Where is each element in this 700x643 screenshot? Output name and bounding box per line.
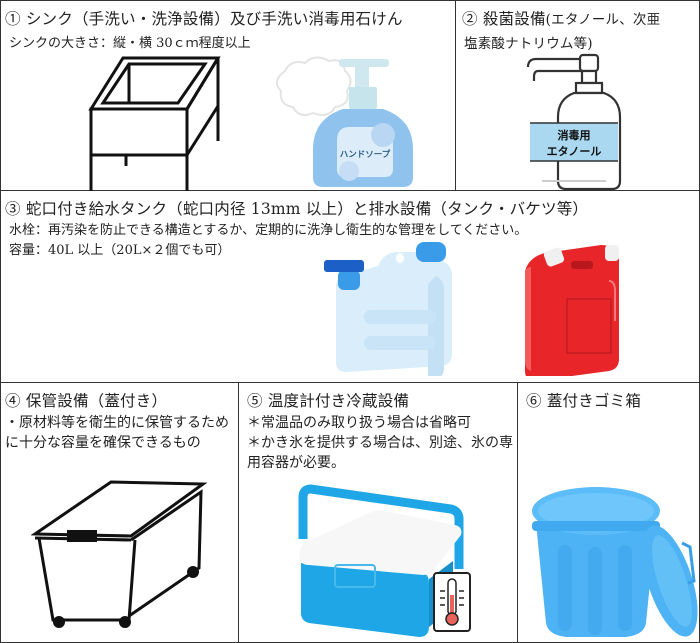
svg-text:消毒用: 消毒用 [558, 128, 591, 142]
section-6-trash-can: ⑥ 蓋付きゴミ箱 [518, 382, 700, 643]
section-1-note: シンクの大きさ：縦・横 30ｃｍ程度以上 [9, 36, 251, 51]
section-5-note-2: ＊かき氷を提供する場合は、別途、氷の専用容器が必要。 [247, 435, 513, 471]
svg-text:ハンドソープ: ハンドソープ [340, 149, 391, 160]
section-number: ⑤ [247, 392, 263, 410]
section-number: ③ [5, 200, 21, 218]
section-number: ④ [5, 392, 21, 410]
section-4-note: ・原材料等を衛生的に保管するために十分な容量を確保できるもの [5, 415, 229, 451]
section-1-title: ① シンク（手洗い・洗浄設備）及び手洗い消毒用石けん [5, 10, 403, 28]
water-tank-icon [324, 242, 452, 376]
section-5-refrigeration: ⑤ 温度計付き冷蔵設備 ＊常温品のみ取り扱う場合は省略可 ＊かき氷を提供する場合… [239, 382, 518, 643]
red-drain-tank-icon [525, 245, 619, 376]
section-6-title: ⑥ 蓋付きゴミ箱 [526, 392, 642, 410]
svg-text:エタノール: エタノール [547, 145, 602, 158]
section-number: ⑥ [526, 392, 542, 410]
storage-box-icon [31, 480, 208, 628]
section-4-title: ④ 保管設備（蓋付き） [5, 392, 168, 410]
ethanol-bottle-icon: 消毒用 エタノール [526, 53, 622, 191]
section-2-title-cont: 塩素酸ナトリウム等) [464, 36, 593, 52]
section-5-note-1: ＊常温品のみ取り扱う場合は省略可 [247, 415, 471, 431]
section-3-note-faucet: 水栓：再汚染を防止できる構造とするか、定期的に洗浄し衛生的な管理をしてください。 [9, 223, 528, 238]
sink-icon [88, 56, 221, 191]
trash-can-icon [532, 487, 698, 637]
section-3-water-tank: ③ 蛇口付き給水タンク（蛇口内径 13mm 以上）と排水設備（タンク・バケツ等）… [0, 191, 700, 382]
section-2-title: ② 殺菌設備(エタノール、次亜 [462, 10, 661, 28]
section-1-sink: ① シンク（手洗い・洗浄設備）及び手洗い消毒用石けん シンクの大きさ：縦・横 3… [0, 0, 456, 191]
section-number: ② [462, 10, 478, 28]
section-5-title: ⑤ 温度計付き冷蔵設備 [247, 392, 410, 410]
hand-soap-icon: ハンドソープ [275, 56, 413, 187]
section-3-note-capacity: 容量：40L 以上（20L×２個でも可） [9, 243, 231, 258]
section-number: ① [5, 10, 21, 28]
section-4-storage: ④ 保管設備（蓋付き） ・原材料等を衛生的に保管するために十分な容量を確保できる… [0, 382, 239, 643]
section-2-sterilizer: ② 殺菌設備(エタノール、次亜 塩素酸ナトリウム等) 消毒用 エタノール [456, 0, 700, 191]
thermometer-icon [433, 572, 471, 632]
section-3-title: ③ 蛇口付き給水タンク（蛇口内径 13mm 以上）と排水設備（タンク・バケツ等） [5, 200, 589, 218]
